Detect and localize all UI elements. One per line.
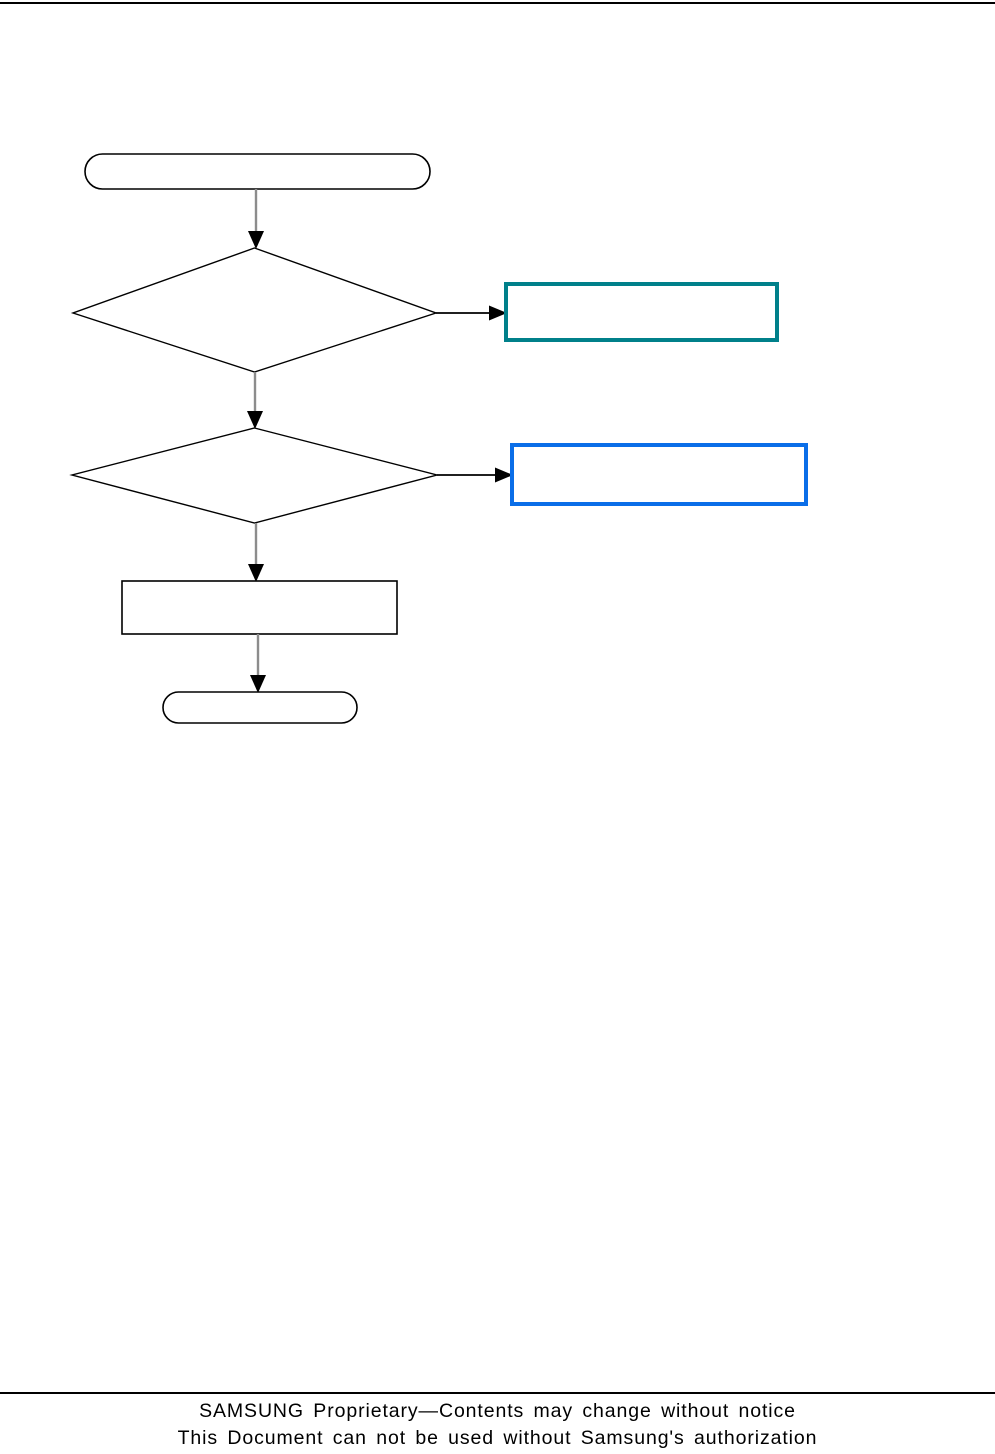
end-terminator-shape[interactable]: [162, 691, 358, 724]
footer-line-1: SAMSUNG Proprietary—Contents may change …: [199, 1400, 796, 1422]
arrowhead-down-icon: [247, 411, 263, 429]
node-end[interactable]: [162, 691, 358, 724]
edge-process-to-end: [250, 634, 266, 693]
node-process-main[interactable]: [121, 580, 398, 635]
arrowhead-down-icon: [248, 564, 264, 582]
decision-1-shape[interactable]: [70, 247, 439, 373]
node-decision-2[interactable]: [69, 427, 440, 524]
start-terminator-shape[interactable]: [84, 153, 431, 190]
page-footer: SAMSUNG Proprietary—Contents may change …: [0, 1398, 995, 1452]
flowchart-canvas: [69, 153, 808, 724]
node-start[interactable]: [84, 153, 431, 190]
footer-line-2: This Document can not be used without Sa…: [177, 1427, 818, 1449]
arrowhead-right-icon: [489, 305, 507, 321]
edge-decision-1-to-decision-2: [247, 372, 263, 429]
node-decision-1[interactable]: [70, 247, 439, 373]
process-main-shape[interactable]: [121, 580, 398, 635]
decision-2-shape[interactable]: [69, 427, 440, 524]
edge-decision-2-to-process: [248, 523, 264, 582]
edge-start-to-decision-1: [248, 189, 264, 249]
branch-1-output-shape[interactable]: [504, 282, 779, 342]
footer-divider: [0, 1392, 995, 1394]
node-branch-1-output[interactable]: [504, 282, 779, 342]
node-branch-2-output[interactable]: [510, 443, 808, 506]
edge-decision-2-to-branch-2: [437, 467, 513, 483]
arrowhead-right-icon: [495, 467, 513, 483]
arrowhead-down-icon: [248, 231, 264, 249]
branch-2-output-shape[interactable]: [510, 443, 808, 506]
edge-decision-1-to-branch-1: [436, 305, 507, 321]
page-top-rule: [0, 2, 995, 4]
arrowhead-down-icon: [250, 675, 266, 693]
